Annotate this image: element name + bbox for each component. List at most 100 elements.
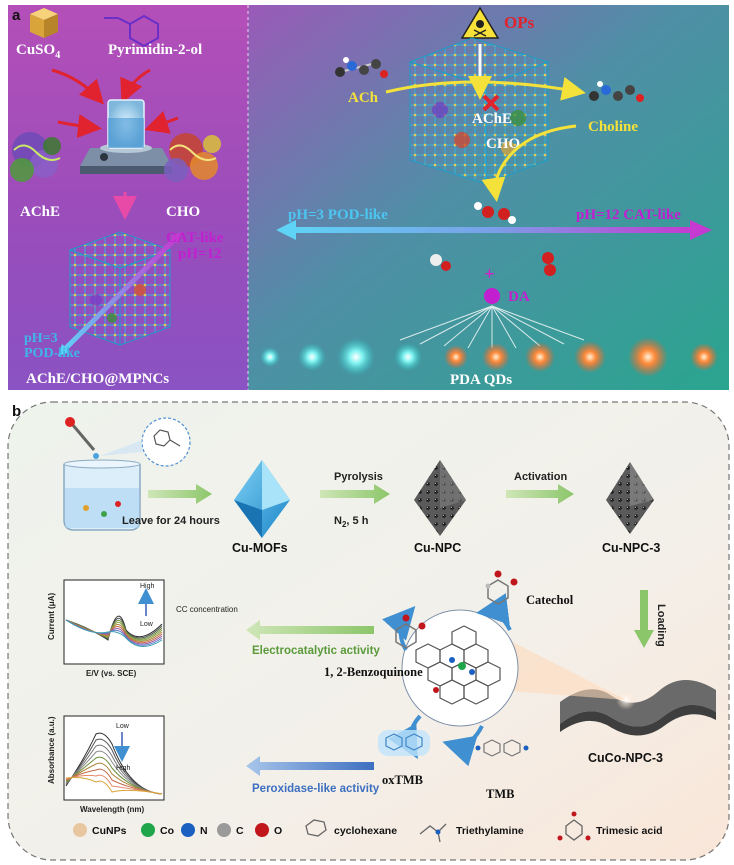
legend-label-triethylamine: Triethylamine — [456, 825, 524, 837]
ache-label: AChE — [20, 204, 60, 220]
benzoquinone-label: 1, 2-Benzoquinone — [324, 665, 423, 679]
cv-plot: Current (μA) E/V (vs. SCE) High Low — [47, 579, 165, 678]
cat-axis-label: pH=12 CAT-like — [576, 207, 681, 223]
pod-arrowhead — [58, 344, 70, 356]
ph-axis-bar — [292, 227, 692, 233]
beaker-hotplate-icon — [80, 99, 172, 174]
electrocatalytic-label: Electrocatalytic activity — [252, 645, 380, 657]
oxtmb-label: oxTMB — [382, 773, 423, 787]
pod-axis-label: pH=3 POD-like — [288, 207, 388, 223]
o-site-icon — [433, 687, 439, 693]
cu-npc-porous-icon — [414, 460, 466, 536]
absorbance-ylabel: Absorbance (a.u.) — [47, 716, 56, 784]
catechol-arrow — [476, 593, 512, 631]
cu-npc-label: Cu-NPC — [414, 541, 461, 555]
benzoquinone-molecule-icon — [395, 614, 426, 649]
pda-qds-glow-row — [260, 337, 718, 377]
absorbance-curve — [65, 762, 163, 795]
absorbance-plot: Absorbance (a.u.) Wavelength (nm) Low Hi… — [47, 715, 165, 814]
loading-label: Loading — [655, 604, 667, 647]
activation-label: Activation — [514, 471, 567, 483]
ach-to-choline-arrow — [385, 76, 586, 101]
h2o-molecule-icon — [430, 254, 451, 271]
legend-label-n: N — [200, 825, 208, 837]
cyclohexane-icon — [305, 819, 327, 837]
da-sphere-icon — [484, 288, 500, 304]
n-site-icon-2 — [469, 669, 475, 675]
legend-swatch-cunps — [73, 823, 87, 837]
absorbance-curve — [65, 738, 163, 795]
ache-protein-icon — [10, 132, 61, 182]
cv-ylabel: Current (μA) — [47, 593, 56, 640]
toxic-hazard-icon — [460, 6, 500, 39]
panel-b-label: b — [12, 403, 21, 420]
n2-label: N2, 5 h — [334, 515, 369, 529]
pyrolysis-arrow — [320, 484, 390, 504]
legend-swatch-n — [181, 823, 195, 837]
co-site-icon — [458, 662, 466, 670]
absorbance-high-label: High — [116, 765, 131, 772]
ph-axis-left-arrowhead — [276, 220, 296, 240]
cu-mofs-label: Cu-MOFs — [232, 541, 288, 555]
electrocatalytic-arrow — [246, 620, 374, 640]
panel-b: b Leave for 24 hours — [7, 401, 730, 861]
absorbance-curve — [65, 750, 163, 795]
catechol-molecule-icon — [485, 570, 518, 605]
absorbance-curve — [65, 777, 163, 795]
choline-to-h2o2-arrow — [481, 124, 577, 202]
ache-center-label: AChE — [472, 111, 512, 127]
loading-arrow — [634, 590, 654, 648]
cuso4-label: CuSO4 — [16, 42, 60, 61]
ph-diagonal-arrow — [60, 234, 180, 354]
legend-label-o: O — [274, 825, 282, 837]
o2-molecule-icon — [542, 252, 556, 276]
choline-label: Choline — [588, 119, 638, 135]
pod-like-label: POD-like — [24, 346, 80, 361]
cuco-label: CuCo-NPC-3 — [588, 751, 663, 765]
plus-sign: + — [484, 264, 495, 285]
ops-label: OPs — [504, 13, 535, 32]
ach-molecule-icon — [335, 57, 388, 78]
cuso4-cube-icon — [30, 8, 58, 38]
dropper-icon — [65, 417, 99, 459]
legend-swatch-co — [141, 823, 155, 837]
ph-axis-right-arrowhead — [690, 220, 712, 240]
absorbance-curve — [65, 774, 163, 795]
tmb-label: TMB — [486, 787, 514, 801]
absorbance-low-label: Low — [116, 723, 130, 730]
legend-label-co: Co — [160, 825, 174, 837]
pyrolysis-label: Pyrolysis — [334, 471, 383, 483]
n-site-icon — [449, 657, 455, 663]
oxtmb-molecule-icon — [378, 730, 430, 756]
panel-a-label: a — [12, 7, 21, 24]
cv-high-label: High — [140, 583, 155, 590]
cho-center-label: CHO — [486, 136, 520, 152]
leave-arrow — [148, 484, 212, 504]
trimesic-acid-icon — [557, 811, 591, 841]
mpnc-cube-icon — [68, 231, 172, 346]
tmb-molecule-icon — [475, 739, 529, 757]
da-label: DA — [508, 289, 530, 305]
absorbance-curve — [65, 768, 163, 795]
cho-label: CHO — [166, 204, 200, 220]
cho-protein-icon — [164, 133, 221, 182]
cu-mof-octahedron-icon — [234, 460, 290, 538]
mpncs-label: AChE/CHO@MPNCs — [26, 371, 169, 387]
legend-swatch-o — [255, 823, 269, 837]
legend-label-c: C — [236, 825, 244, 837]
peroxidase-label: Peroxidase-like activity — [252, 783, 380, 795]
legend-label-trimesic-acid: Trimesic acid — [596, 825, 663, 837]
cat-arrowhead — [170, 232, 182, 244]
ph12-label: pH=12 — [178, 246, 222, 262]
pyrimidinol-label: Pyrimidin-2-ol — [108, 42, 202, 58]
tmb-arrow — [442, 725, 484, 767]
inhibition-cross-icon — [482, 94, 500, 112]
legend-swatch-c — [217, 823, 231, 837]
reagent-arrows — [51, 68, 179, 138]
graphene-lattice-icon — [415, 625, 501, 705]
absorbance-curve — [65, 744, 163, 795]
legend: CuNPs Co N C O cyclohexane Triethylamine — [73, 811, 663, 843]
peroxidase-arrow — [246, 756, 374, 776]
ach-label: ACh — [348, 90, 379, 106]
choline-molecule-icon — [589, 81, 644, 102]
